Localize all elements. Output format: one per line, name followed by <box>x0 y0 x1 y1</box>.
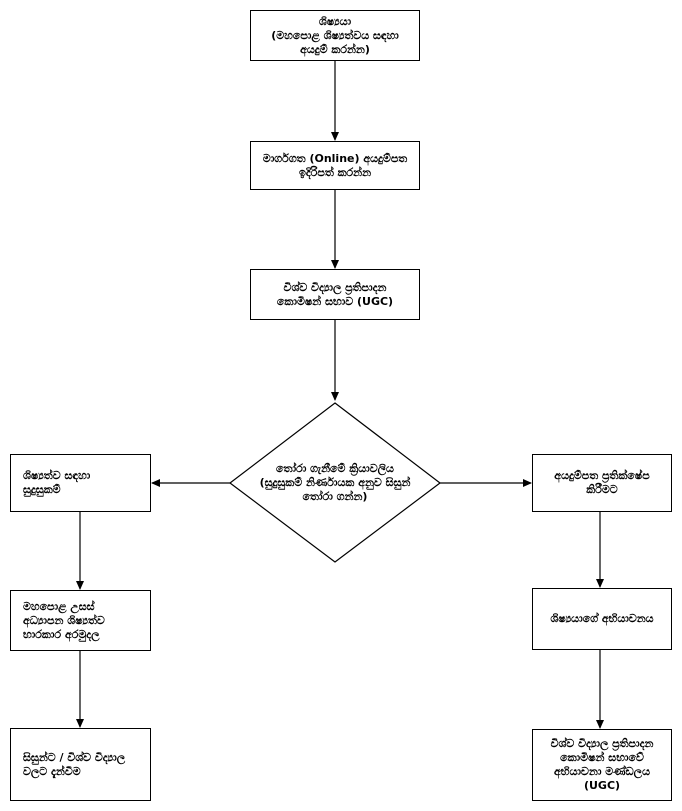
rejected-box: අයදුම්පත ප්‍රතික්ෂේප කිරීමට <box>532 454 672 512</box>
selection-diamond <box>229 402 441 563</box>
appeal-board-box: විශ්ව විද්‍යාල ප්‍රතිපාදන කොමිෂන් සභාවේ … <box>532 729 672 801</box>
notify-box: සිසුන්ට / විශ්ව විද්‍යාල වලට දැන්වීම <box>10 728 151 801</box>
student-box: ශිෂ්‍යයා (මහපොළ ශිෂ්‍යත්වය සඳහා අයදුම් ක… <box>250 10 420 61</box>
selection-process-label: තෝරා ගැනීමේ ක්‍රියාවලිය (සුදුසුකම් නිර්ණ… <box>259 462 411 503</box>
appeal-box: ශිෂ්‍යයාගේ අභියාචනය <box>532 588 672 650</box>
trust-fund-box: මහපොළ උසස් අධ්‍යාපන ශිෂ්‍යත්ව භාරකාර අරම… <box>10 590 151 651</box>
ugc-box: විශ්ව විද්‍යාල ප්‍රතිපාදන කොමිෂන් සභාව (… <box>250 269 420 320</box>
eligible-box: ශිෂ්‍යත්ව සඳහා සුදුසුකම් <box>10 454 151 512</box>
online-apply-box: මාර්ගගත (Online) අයදුම්පත ඉදිරිපත් කරන්න <box>250 141 420 190</box>
